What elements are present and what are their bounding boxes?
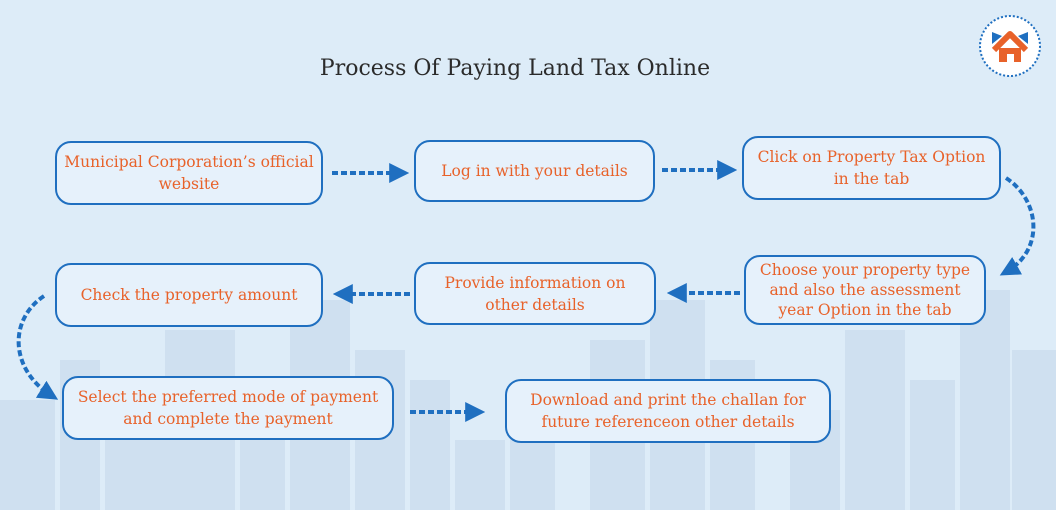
step-label: Click on Property Tax Option in the tab — [750, 146, 993, 190]
arrow-s3-s4 — [1006, 178, 1033, 272]
step-select-payment-mode: Select the preferred mode of payment and… — [62, 376, 394, 440]
step-log-in: Log in with your details — [414, 140, 655, 202]
arrow-s6-s7 — [19, 296, 52, 396]
step-label: Municipal Corporation’s official website — [63, 151, 315, 195]
step-label: Check the property amount — [81, 284, 298, 306]
step-label: Log in with your details — [441, 160, 628, 182]
step-choose-property-type: Choose your property type and also the a… — [744, 255, 986, 325]
step-check-property-amount: Check the property amount — [55, 263, 323, 327]
step-label: Choose your property type and also the a… — [752, 260, 978, 320]
step-label: Download and print the challan for futur… — [513, 389, 823, 433]
step-municipal-website: Municipal Corporation’s official website — [55, 141, 323, 205]
step-property-tax-option: Click on Property Tax Option in the tab — [742, 136, 1001, 200]
step-download-challan: Download and print the challan for futur… — [505, 379, 831, 443]
step-label: Provide information on other details — [422, 272, 648, 316]
step-provide-information: Provide information on other details — [414, 262, 656, 325]
step-label: Select the preferred mode of payment and… — [70, 386, 386, 430]
